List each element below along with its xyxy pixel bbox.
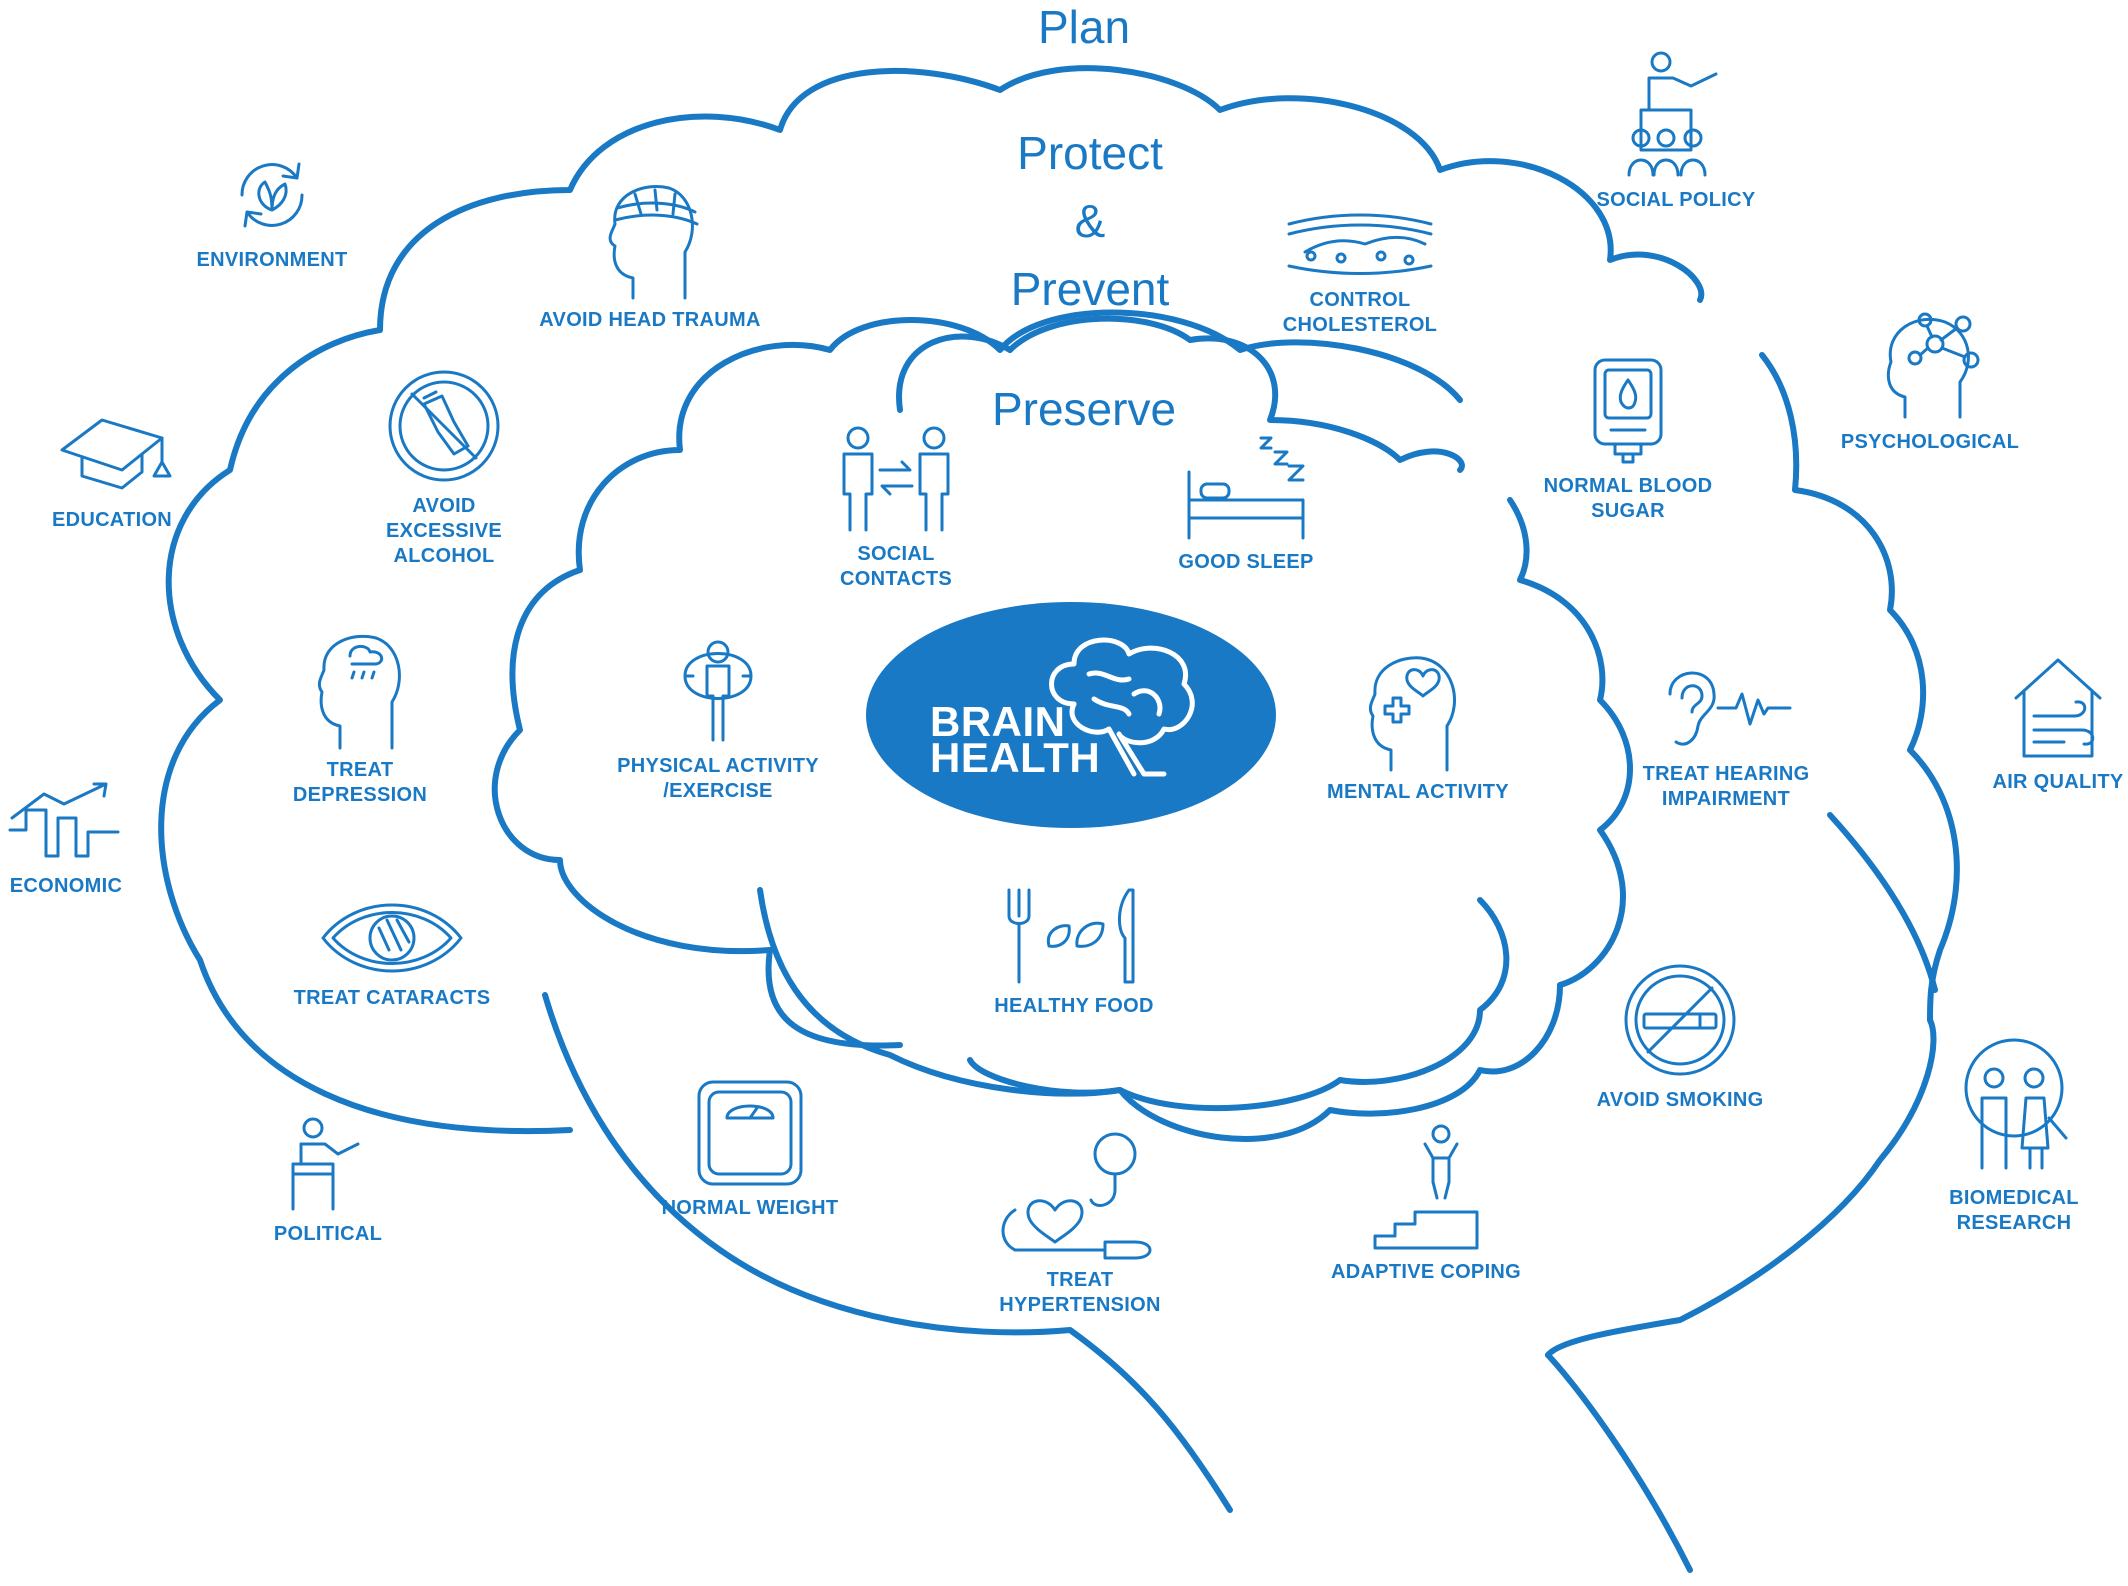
item-good-sleep: GOOD SLEEP: [1096, 432, 1396, 575]
layer-title-prevent: Prevent: [1010, 263, 1170, 315]
artery-plaque-icon: [1287, 213, 1433, 275]
label-healthy-food: HEALTHY FOOD: [994, 995, 1154, 1017]
layer-title-preserve: Preserve: [991, 383, 1177, 435]
biomedical-research-icon: [1964, 1038, 2068, 1170]
label-avoid-head-trauma: AVOID HEAD TRAUMA: [539, 309, 761, 331]
item-political: POLITICAL: [178, 1114, 478, 1247]
eye-cataract-icon: [321, 903, 463, 973]
item-healthy-food: HEALTHY FOOD: [924, 886, 1224, 1019]
layer-title-ampersand: &: [1074, 195, 1106, 247]
label-avoid-smoking: AVOID SMOKING: [1596, 1089, 1764, 1111]
lower-brain-outline: [542, 992, 1233, 1513]
brain-bottom-right: [1545, 1017, 1937, 1358]
weight-scale-icon: [697, 1080, 803, 1186]
cerebellum-curve: [1827, 812, 1938, 993]
label-economic: ECONOMIC: [9, 875, 123, 897]
label-mental-activity: MENTAL ACTIVITY: [1327, 781, 1509, 803]
label-social-policy: SOCIAL POLICY: [1596, 189, 1756, 211]
item-education: EDUCATION: [0, 410, 262, 533]
bed-sleep-icon: [1187, 436, 1305, 540]
brain-health-text: BRAIN HEALTH: [930, 698, 1101, 781]
fork-leaf-knife-icon: [1007, 888, 1135, 984]
brain-icon: [1049, 637, 1195, 777]
label-air-quality: AIR QUALITY: [1992, 771, 2124, 793]
label-education: EDUCATION: [51, 509, 173, 531]
layer-title-plan: Plan: [1037, 1, 1131, 53]
middle-ring-right: [967, 497, 1633, 1142]
label-psychological: PSYCHOLOGICAL: [1840, 431, 2020, 453]
social-policy-icon: [1627, 51, 1718, 177]
air-quality-house-icon: [2014, 658, 2102, 758]
no-smoking-icon: [1624, 964, 1736, 1076]
outer-brain-outline: [158, 65, 1705, 1134]
item-economic: ECONOMIC: [0, 776, 216, 899]
item-avoid-smoking: AVOID SMOKING: [1530, 960, 1830, 1113]
head-heart-cross-icon: [1368, 656, 1456, 772]
blood-pressure-heart-icon: [1001, 1132, 1152, 1260]
two-people-exchange-icon: [842, 426, 950, 532]
brain-health-badge: BRAIN HEALTH: [866, 602, 1276, 828]
layer-title-protect: Protect: [1017, 127, 1163, 179]
head-rain-cloud-icon: [317, 634, 401, 750]
brain-stem-right: [1545, 1352, 1693, 1573]
brain-health-line1: BRAIN: [930, 698, 1066, 745]
item-air-quality: AIR QUALITY: [1908, 652, 2128, 795]
head-bandage-icon: [608, 185, 699, 300]
item-psychological: PSYCHOLOGICAL: [1780, 302, 2080, 455]
jump-rope-icon: [683, 640, 753, 742]
label-political: POLITICAL: [273, 1223, 383, 1245]
label-normal-weight: NORMAL WEIGHT: [661, 1197, 839, 1219]
stairs-achievement-icon: [1373, 1124, 1479, 1250]
ear-soundwave-icon: [1668, 671, 1792, 746]
preserve-ring-outline: [757, 887, 1510, 1112]
item-social-policy: SOCIAL POLICY: [1526, 50, 1826, 213]
item-normal-weight: NORMAL WEIGHT: [600, 1078, 900, 1221]
glucose-meter-icon: [1593, 358, 1663, 464]
recycle-leaf-icon: [240, 162, 304, 228]
label-environment: ENVIRONMENT: [196, 249, 348, 271]
item-adaptive-coping: ADAPTIVE COPING: [1276, 1122, 1576, 1285]
economic-chart-icon: [8, 782, 120, 858]
label-physical-activity: PHYSICAL ACTIVITY/EXERCISE: [617, 755, 819, 802]
item-avoid-head-trauma: AVOID HEAD TRAUMA: [500, 180, 800, 333]
graduation-cap-icon: [60, 418, 172, 490]
label-good-sleep: GOOD SLEEP: [1178, 551, 1314, 573]
brain-health-line2: HEALTH: [930, 734, 1101, 781]
outer-brain-right: [1759, 352, 1960, 1023]
item-mental-activity: MENTAL ACTIVITY: [1268, 652, 1568, 805]
label-adaptive-coping: ADAPTIVE COPING: [1330, 1261, 1522, 1283]
podium-speaker-icon: [291, 1117, 360, 1211]
no-alcohol-icon: [388, 370, 500, 482]
middle-ring-outline: [491, 309, 1463, 1049]
item-physical-activity: PHYSICAL ACTIVITY/EXERCISE: [568, 636, 868, 804]
item-treat-cataracts: TREAT CATARACTS: [242, 898, 542, 1011]
item-environment: ENVIRONMENT: [122, 150, 422, 273]
preserve-ring-top: [896, 315, 1465, 473]
head-network-icon: [1886, 312, 1980, 419]
label-treat-cataracts: TREAT CATARACTS: [293, 987, 491, 1009]
